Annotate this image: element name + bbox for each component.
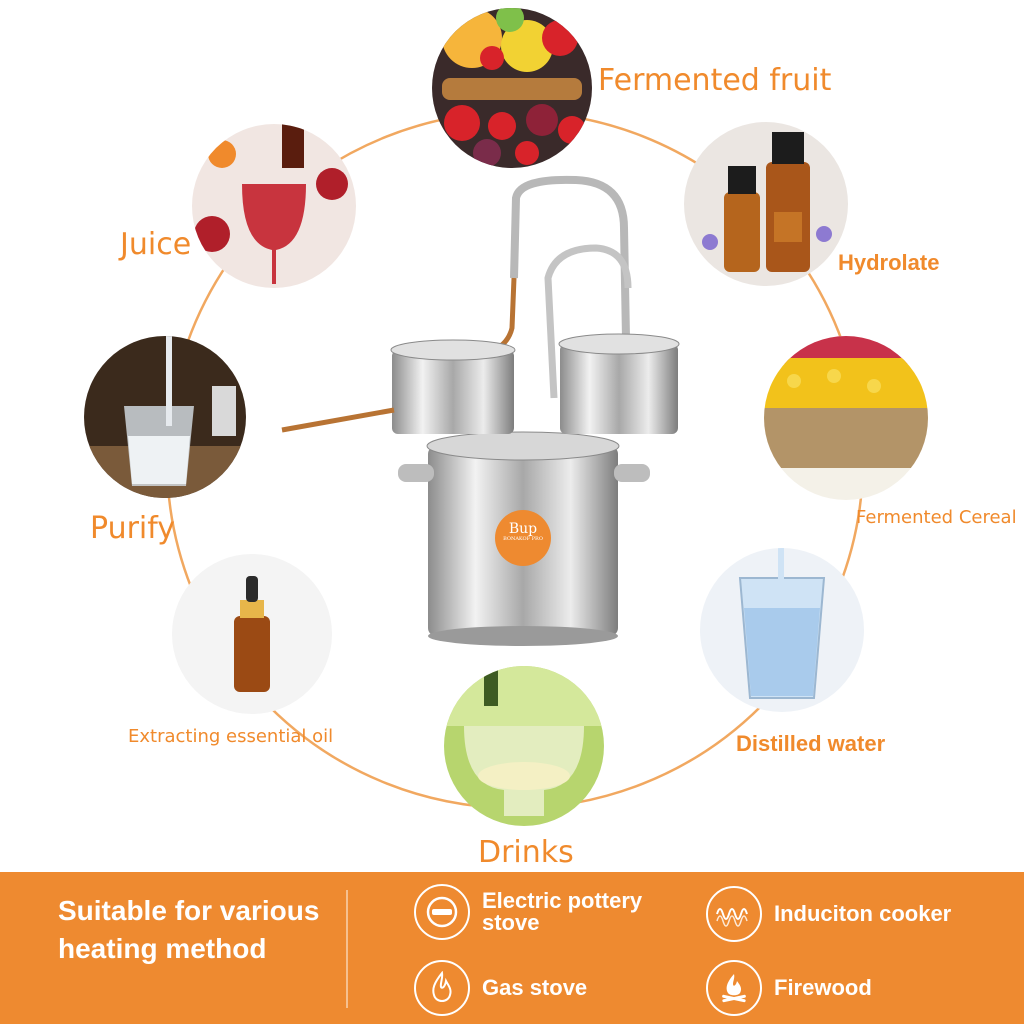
- method-electric-pottery-stove: Electric pottery stove: [414, 884, 682, 940]
- hydrolate-photo: [684, 122, 848, 286]
- method-gas-stove: Gas stove: [414, 960, 587, 1016]
- method-label: Gas stove: [482, 975, 588, 1000]
- distilled-water-photo: [700, 548, 864, 712]
- label-hydrolate: Hydrolate: [838, 250, 940, 275]
- banner-divider: [346, 890, 348, 1008]
- electric-pottery-stove-icon: [414, 884, 470, 940]
- method-label: Electric pottery stove: [482, 888, 643, 935]
- label-extracting-essential-oil: Extracting essential oil: [128, 726, 334, 747]
- flame-icon: [414, 960, 470, 1016]
- method-induction-cooker: Induciton cooker: [706, 886, 951, 942]
- brand-logo: Bup BONAKOF PRO: [497, 522, 549, 543]
- label-purify: Purify: [90, 511, 176, 546]
- product-infographic: Fermented fruit Hydrolate Fermented Cere…: [84, 8, 1017, 870]
- heating-methods-banner: Suitable for various heating method Elec…: [0, 872, 1024, 1024]
- method-label: Induciton cooker: [774, 901, 952, 926]
- label-fermented-cereal: Fermented Cereal: [856, 507, 1017, 528]
- label-fermented-fruit: Fermented fruit: [598, 63, 832, 98]
- fermented-cereal-photo: [764, 336, 928, 500]
- method-label: Firewood: [774, 975, 872, 1000]
- distiller-product: [281, 175, 680, 646]
- drinks-photo: [444, 666, 604, 826]
- firewood-icon: [706, 960, 762, 1016]
- brand-logo-mark: Bup: [508, 521, 538, 537]
- brand-logo-text: BONAKOF PRO: [503, 536, 543, 542]
- induction-coil-icon: [706, 886, 762, 942]
- banner-title: Suitable for various heating method: [58, 895, 320, 964]
- method-firewood: Firewood: [706, 960, 872, 1016]
- essential-oil-photo: [172, 554, 332, 714]
- fermented-fruit-photo: [432, 8, 592, 168]
- purify-photo: [84, 336, 246, 498]
- juice-photo: [192, 124, 356, 288]
- label-drinks: Drinks: [478, 835, 574, 870]
- label-juice: Juice: [120, 227, 192, 262]
- label-distilled-water: Distilled water: [736, 731, 886, 756]
